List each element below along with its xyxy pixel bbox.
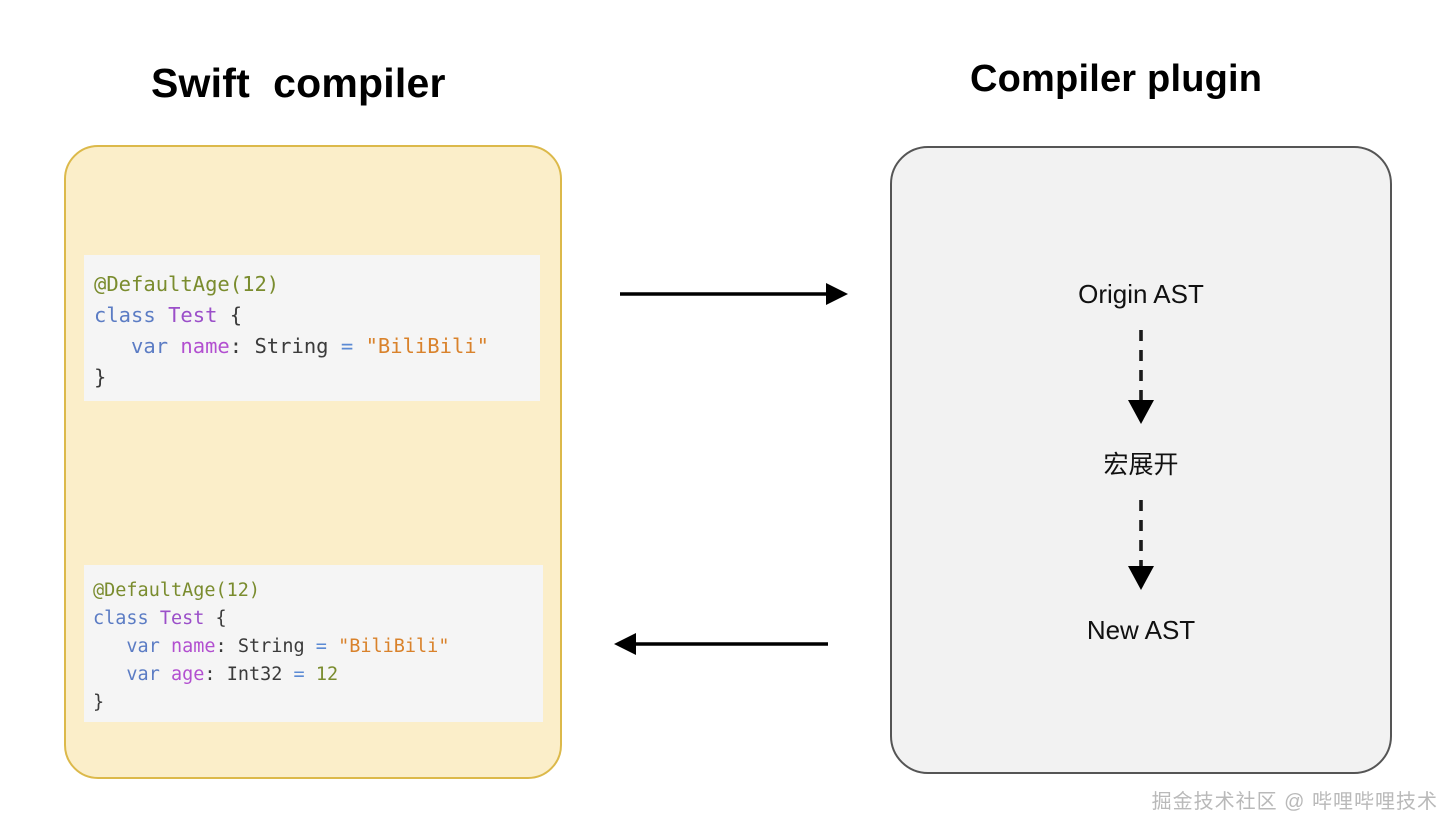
code-token: } <box>93 691 105 713</box>
arrow-to-compiler-icon <box>614 633 828 655</box>
code-token <box>93 636 126 657</box>
code-token: 12 <box>315 663 339 685</box>
watermark-text: 掘金技术社区 @ 哔哩哔哩技术 <box>1151 791 1438 813</box>
swift-compiler-title: Swift compiler <box>151 60 446 106</box>
code-token: age <box>170 663 205 685</box>
code-token: var <box>126 663 160 685</box>
code-token: name <box>180 333 230 358</box>
code-token: class <box>94 302 169 327</box>
code-token: : <box>204 663 227 685</box>
code-token: "BiliBili" <box>338 635 450 657</box>
code-token: = <box>315 635 327 657</box>
code-token: String <box>254 333 329 358</box>
code-token: Int32 <box>226 663 283 685</box>
code-token: var <box>131 333 169 358</box>
code-token: { <box>217 302 243 327</box>
code-token <box>353 334 365 358</box>
code-token: { <box>204 607 227 629</box>
code-token: "BiliBili" <box>365 333 489 358</box>
compiler-plugin-title: Compiler plugin <box>970 58 1263 100</box>
new-ast-node: New AST <box>1086 615 1196 645</box>
code-token <box>329 334 341 358</box>
code-token <box>94 334 131 358</box>
arrow-to-plugin-icon <box>620 283 848 305</box>
code-token: String <box>237 635 305 657</box>
expanded-source-code-block: @DefaultAge(12) class Test { var name: S… <box>84 564 543 722</box>
code-token: = <box>340 333 354 358</box>
original-source-code-block: @DefaultAge(12) class Test { var name: S… <box>84 254 540 401</box>
origin-ast-node: Origin AST <box>1078 279 1204 309</box>
code-token: } <box>94 364 107 389</box>
code-token <box>168 334 180 358</box>
code-token <box>327 636 338 657</box>
code-token: : <box>215 635 238 657</box>
code-token: @DefaultAge(12) <box>93 579 261 601</box>
code-token <box>160 636 171 657</box>
macro-expand-node: 宏展开 <box>1103 451 1179 479</box>
code-token <box>282 664 293 685</box>
code-token: : <box>229 333 255 358</box>
code-token: class <box>93 607 160 629</box>
code-token <box>160 664 171 685</box>
code-token: @DefaultAge(12) <box>94 271 280 296</box>
code-token: = <box>293 663 305 685</box>
code-token: name <box>170 635 216 657</box>
code-token <box>305 664 316 685</box>
code-token <box>305 636 316 657</box>
code-token <box>93 664 126 685</box>
code-token: Test <box>159 607 205 629</box>
code-token: Test <box>168 302 218 327</box>
compiler-plugin-panel <box>890 146 1392 774</box>
code-token: var <box>126 635 160 657</box>
